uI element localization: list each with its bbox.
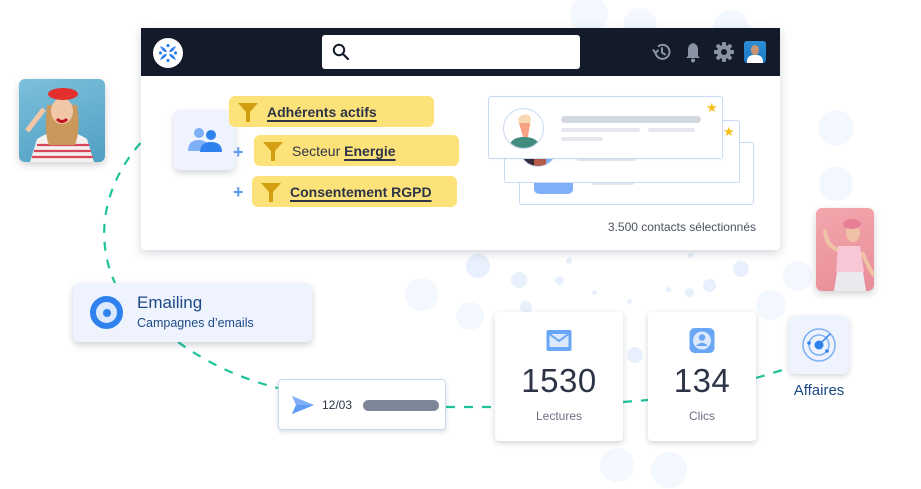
filter-label[interactable]: Energie: [344, 142, 396, 159]
contact-photo-woman-pink-beret: [816, 208, 874, 291]
skeleton-line: [648, 128, 695, 132]
send-schedule-card[interactable]: 12/03: [278, 379, 446, 430]
send-icon: [292, 396, 314, 414]
search-input[interactable]: [356, 35, 580, 69]
decor-bubble: [685, 288, 694, 297]
crm-app-window: [141, 28, 780, 250]
decor-bubble: [511, 272, 527, 288]
decor-bubble: [520, 301, 532, 313]
decor-bubble: [405, 278, 438, 311]
contact-icon: [689, 328, 715, 353]
star-icon: ★: [706, 100, 718, 115]
selected-contacts-count: 3.500 contacts sélectionnés: [607, 220, 756, 234]
decor-bubble: [600, 448, 634, 482]
search-icon: [332, 43, 350, 61]
top-navigation-bar: [141, 28, 780, 76]
decor-bubble: [555, 276, 564, 285]
history-icon[interactable]: [651, 41, 673, 63]
affaires-node[interactable]: [789, 316, 849, 374]
radar-icon: [802, 328, 836, 362]
decor-bubble: [456, 302, 484, 330]
filter-chip-adherents-actifs[interactable]: Adhérents actifs: [229, 96, 434, 127]
decor-bubble: [566, 258, 572, 264]
decor-bubble: [627, 347, 643, 363]
stat-value: 134: [673, 362, 731, 399]
funnel-icon: [261, 182, 281, 202]
gear-icon[interactable]: [713, 41, 735, 63]
mail-icon: [546, 330, 572, 351]
decor-bubble: [666, 287, 671, 292]
decor-bubble: [688, 253, 693, 258]
decor-bubble: [819, 167, 853, 201]
stat-value: 1530: [521, 362, 597, 399]
decor-bubble: [627, 299, 632, 304]
decor-bubble: [651, 452, 687, 488]
funnel-icon: [263, 141, 283, 161]
contact-avatar: [503, 108, 544, 149]
app-logo[interactable]: [153, 38, 183, 68]
decor-bubble: [756, 290, 786, 320]
contact-card[interactable]: ★: [488, 96, 723, 159]
decor-bubble: [818, 110, 854, 146]
search-bar[interactable]: [322, 35, 580, 69]
stat-card-lectures[interactable]: 1530 Lectures: [495, 312, 623, 441]
filter-chip-consentement-rgpd[interactable]: Consentement RGPD: [252, 176, 457, 207]
skeleton-line: [561, 116, 701, 123]
users-group-icon: [187, 128, 222, 152]
contact-photo-woman-red-beret: [19, 79, 105, 162]
decor-bubble: [570, 0, 608, 33]
skeleton-line: [561, 128, 640, 132]
user-avatar[interactable]: [744, 41, 766, 63]
decor-bubble: [466, 254, 490, 278]
send-progress-bar: [363, 400, 439, 411]
affaires-label: Affaires: [793, 382, 845, 399]
star-icon: ★: [723, 124, 735, 139]
topbar-actions: [651, 41, 766, 63]
skeleton-line: [592, 181, 634, 185]
plus-icon: +: [233, 142, 244, 162]
campaign-title: Emailing: [137, 293, 203, 312]
bell-icon[interactable]: [682, 41, 704, 63]
target-icon: [90, 296, 123, 329]
skeleton-line: [577, 157, 635, 161]
decor-bubble: [592, 290, 597, 295]
filter-chip-secteur-energie[interactable]: Secteur Energie: [254, 135, 459, 166]
campaign-subtitle: Campagnes d’emails: [137, 316, 254, 330]
filter-label[interactable]: Adhérents actifs: [267, 103, 377, 120]
stat-label: Lectures: [535, 409, 583, 423]
decor-bubble: [783, 261, 813, 291]
logo-icon: [158, 43, 178, 63]
segment-group-icon-box[interactable]: [174, 110, 235, 170]
filter-prefix: Secteur: [292, 142, 345, 159]
send-date: 12/03: [322, 398, 353, 412]
plus-icon: +: [233, 182, 244, 202]
decor-bubble: [703, 279, 716, 292]
funnel-icon: [238, 102, 258, 122]
decor-bubble: [733, 261, 749, 277]
emailing-campaign-node[interactable]: Emailing Campagnes d’emails: [73, 283, 312, 342]
stat-card-clics[interactable]: 134 Clics: [648, 312, 756, 441]
filter-label[interactable]: Consentement RGPD: [290, 183, 432, 200]
stat-label: Clics: [689, 409, 715, 423]
skeleton-line: [561, 137, 603, 141]
